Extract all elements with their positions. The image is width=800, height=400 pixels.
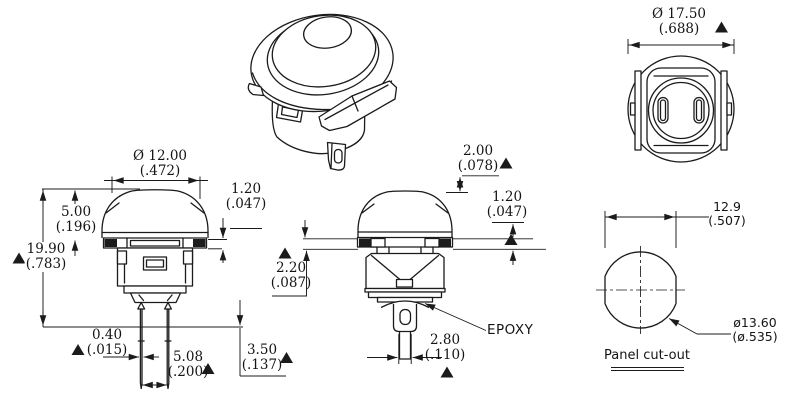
datum-triangle-icon [280,352,293,363]
mm-value: 1.20 [230,181,262,197]
datum-triangle-icon [71,344,85,355]
dim-cutout-hole-diameter: ø13.60 (ø.535) [732,316,777,344]
datum-triangle-markers [12,21,728,378]
inch-value: (ø.535) [732,328,778,344]
front-section-view [101,189,209,390]
inch-value: (.472) [139,162,181,179]
label-text: EPOXY [487,322,534,338]
mm-value: 2.20 [275,260,307,276]
mm-value: 5.00 [60,204,92,220]
dim-side-bezel-depth: 2.20 (.087) [271,261,312,291]
epoxy-label: EPOXY [487,323,533,338]
mm-value: 3.50 [246,342,278,358]
datum-triangle-icon [12,252,26,264]
mm-value: 5.08 [172,349,204,365]
dim-front-pin-length: 3.50 (.137) [242,343,283,373]
datum-triangle-icon [278,247,292,259]
dim-side-terminal-width: 2.80 (.110) [425,333,466,363]
dim-bottom-outer-diameter: Ø 17.50 (.688) [652,7,706,37]
dim-front-total-height: 19.90 (.783) [24,241,68,272]
datum-triangle-icon [504,234,518,245]
inch-value: (.078) [457,157,499,174]
inch-value: (.783) [25,255,67,272]
datum-triangle-icon [201,363,215,374]
isometric-view-drawing [247,13,398,171]
panel-cutout-drawing [596,246,685,334]
inch-value: (.196) [55,218,97,235]
inch-value: (.137) [241,356,283,373]
dim-front-pin-width: 0.40 (.015) [87,328,128,358]
datum-triangle-icon [715,21,728,33]
mm-value: 1.20 [491,189,523,205]
dim-side-travel: 2.00 (.078) [458,144,499,174]
bottom-view-drawing [627,55,735,163]
dim-cutout-across-flats: 12.9 (.507) [708,200,746,228]
dimension-lines [39,39,735,389]
mm-value: ø13.60 [733,315,777,330]
inch-value: (.507) [708,212,746,228]
inch-value: (.047) [225,195,267,212]
datum-triangle-icon [440,366,454,378]
mm-value: Ø 17.50 [651,6,707,22]
mm-value: 2.80 [429,332,461,348]
mm-value: 0.40 [91,327,123,343]
side-section-view [356,190,454,360]
inch-value: (.200) [167,363,209,380]
dim-front-panel-thickness: 1.20 (.047) [226,182,267,212]
dim-front-cap-diameter: Ø 12.00 (.472) [133,149,187,179]
inch-value: (.015) [86,341,128,358]
mm-value: 19.90 [26,241,66,257]
inch-value: (.047) [486,203,528,220]
inch-value: (.688) [658,20,700,37]
dim-front-pin-spacing: 5.08 (.200) [168,350,209,380]
mm-value: 2.00 [462,143,494,159]
mm-value: Ø 12.00 [132,148,188,164]
label-text: Panel cut-out [604,348,690,363]
inch-value: (.087) [270,274,312,291]
mm-value: 12.9 [713,199,741,214]
dim-front-cap-height: 5.00 (.196) [54,204,98,235]
panel-cutout-label: Panel cut-out [604,348,690,363]
dim-side-panel-thickness: 1.20 (.047) [487,190,528,220]
inch-value: (.110) [424,346,466,363]
datum-triangle-icon [499,157,513,169]
